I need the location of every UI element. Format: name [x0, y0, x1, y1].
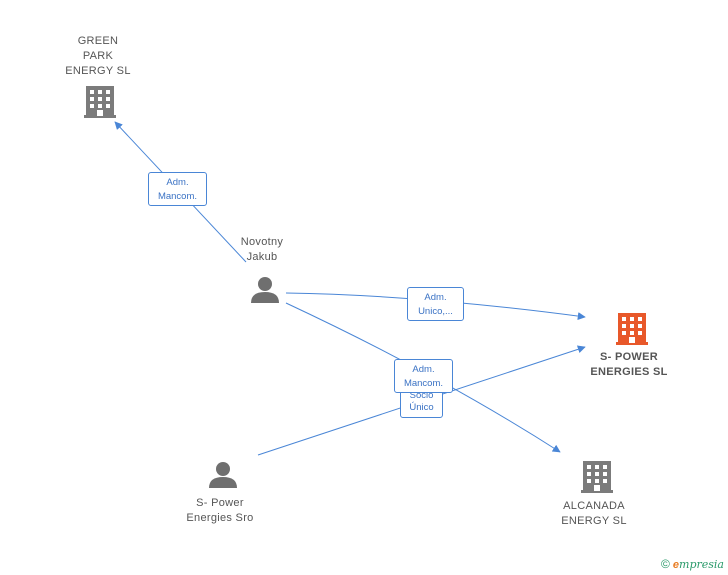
- building-icon-highlighted[interactable]: [616, 313, 648, 345]
- edge-label-green-park[interactable]: Adm. Mancom.: [148, 172, 207, 206]
- person-icon[interactable]: [209, 462, 237, 488]
- brand-name: mpresia: [679, 558, 724, 571]
- footer-brand: © empresia: [661, 557, 724, 571]
- node-label-novotny[interactable]: Novotny Jakub: [240, 236, 284, 263]
- node-label-s-power-sro[interactable]: S- Power Energies Sro: [186, 497, 254, 524]
- brand-initial: e: [672, 559, 680, 571]
- node-label-alcanada[interactable]: ALCANADA ENERGY SL: [561, 500, 627, 527]
- copyright-icon: ©: [661, 557, 670, 571]
- edge-label-s-power[interactable]: Adm. Unico,...: [407, 287, 464, 321]
- edge-label-alcanada[interactable]: Adm. Mancom.: [394, 359, 453, 393]
- node-label-green-park[interactable]: GREEN PARK ENERGY SL: [65, 35, 131, 77]
- building-icon[interactable]: [84, 86, 116, 118]
- node-label-s-power-sl[interactable]: S- POWER ENERGIES SL: [590, 351, 668, 378]
- building-icon[interactable]: [581, 461, 613, 493]
- person-icon[interactable]: [251, 277, 279, 303]
